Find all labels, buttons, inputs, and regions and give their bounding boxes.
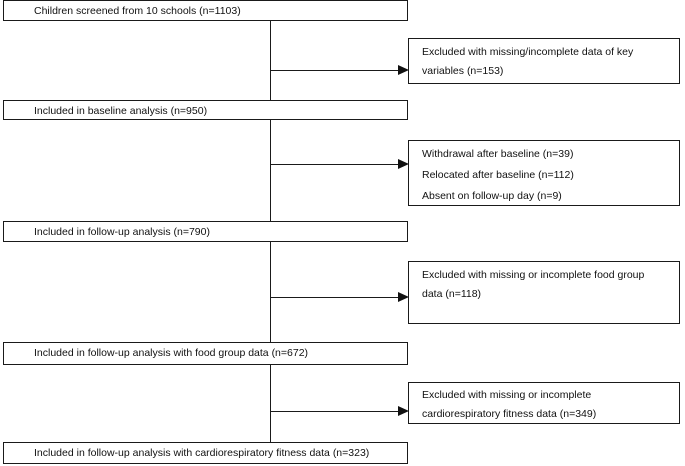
arrowhead-4 xyxy=(398,406,409,416)
exclusion-box-food-group: Excluded with missing or incomplete food… xyxy=(408,261,680,324)
exclusion-arrow-3 xyxy=(270,297,398,298)
exclusion-line: Relocated after baseline (n=112) xyxy=(422,169,574,181)
exclusion-line: Withdrawal after baseline (n=39) xyxy=(422,148,574,160)
flow-connector-1 xyxy=(270,20,271,101)
exclusion-line: Absent on follow-up day (n=9) xyxy=(422,190,562,202)
stage-box-cardiorespiratory: Included in follow-up analysis with card… xyxy=(3,442,408,464)
stage-box-follow-up: Included in follow-up analysis (n=790) xyxy=(3,221,408,242)
stage-box-food-group: Included in follow-up analysis with food… xyxy=(3,342,408,365)
stage-label: Children screened from 10 schools (n=110… xyxy=(34,5,241,17)
stage-label: Included in follow-up analysis with food… xyxy=(34,347,309,359)
exclusion-line: Excluded with missing/incomplete data of… xyxy=(422,46,634,58)
exclusion-line: data (n=118) xyxy=(422,288,482,300)
flow-connector-4 xyxy=(270,364,271,443)
exclusion-arrow-4 xyxy=(270,411,398,412)
flow-connector-3 xyxy=(270,241,271,343)
arrowhead-2 xyxy=(398,159,409,169)
exclusion-box-key-variables: Excluded with missing/incomplete data of… xyxy=(408,38,680,84)
exclusion-line: variables (n=153) xyxy=(422,65,504,77)
exclusion-arrow-1 xyxy=(270,70,398,71)
stage-box-screened: Children screened from 10 schools (n=110… xyxy=(3,0,408,21)
exclusion-arrow-2 xyxy=(270,164,398,165)
exclusion-line: Excluded with missing or incomplete xyxy=(422,389,592,401)
arrowhead-3 xyxy=(398,292,409,302)
stage-label: Included in follow-up analysis (n=790) xyxy=(34,226,210,238)
exclusion-box-attrition: Withdrawal after baseline (n=39) Relocat… xyxy=(408,140,680,206)
exclusion-box-fitness: Excluded with missing or incomplete card… xyxy=(408,382,680,424)
arrowhead-1 xyxy=(398,65,409,75)
stage-label: Included in follow-up analysis with card… xyxy=(34,447,370,459)
stage-label: Included in baseline analysis (n=950) xyxy=(34,105,208,117)
flow-connector-2 xyxy=(270,119,271,222)
exclusion-line: Excluded with missing or incomplete food… xyxy=(422,269,645,281)
exclusion-line: cardiorespiratory fitness data (n=349) xyxy=(422,408,597,420)
stage-box-baseline: Included in baseline analysis (n=950) xyxy=(3,100,408,120)
